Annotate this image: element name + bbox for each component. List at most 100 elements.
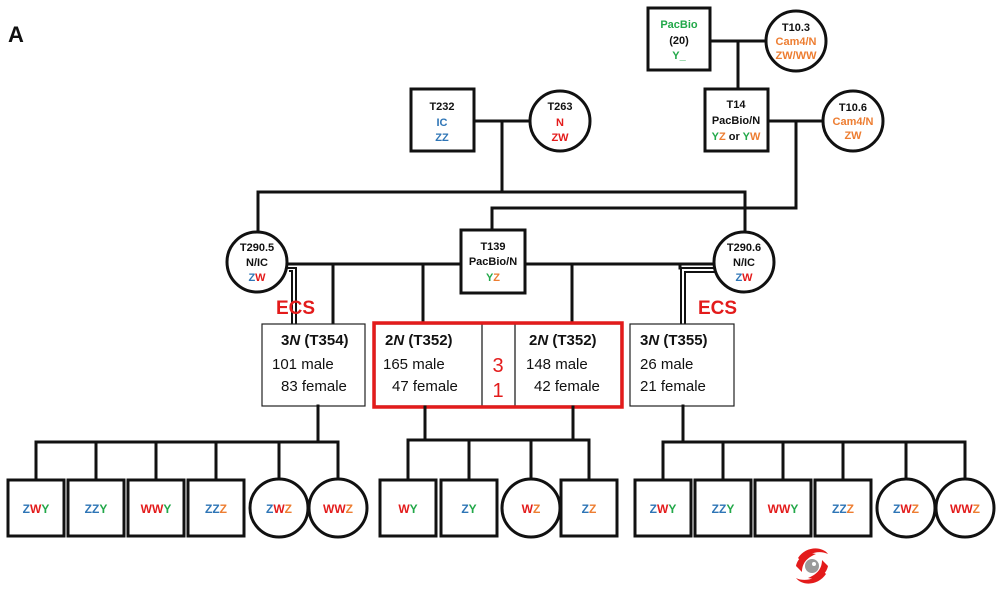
family-box-t355: 3N (T355) 26 male 21 female [629,323,735,407]
male-square [633,478,693,538]
ecs-line [684,271,716,324]
highlight-frame [372,321,624,409]
ecs-line [289,270,293,324]
t139-id: T139 [480,241,505,253]
t290-5-genotype: ZW [248,272,266,284]
male-square [186,478,246,538]
family-title: 2N (T352) [385,332,453,349]
offspring-male: ZZ [559,438,619,538]
offspring-female: ZWZ [248,440,310,539]
genotype-label: ZZZ [205,502,227,516]
t10-6-id: T10.6 [839,102,867,114]
ratio-top: 3 [492,355,503,377]
ecs-label-left: ECS [276,298,315,319]
t10-6-genotype: ZW [844,130,862,142]
female-circle [307,477,369,539]
ecs-line [285,267,297,324]
offspring-female: ZWZ [875,440,937,539]
family-title: 3N (T354) [281,332,349,349]
genotype-label: ZWY [23,502,50,516]
offspring-male: ZZZ [813,440,873,538]
founder-t10-3-female: T10.3 Cam4/N ZW/WW [764,9,828,73]
t14-line: PacBio/N [712,115,760,127]
pacbio-label: PacBio [660,19,698,31]
pacbio-count: (20) [669,35,689,47]
t14-genotype: YZ or YW [712,131,761,143]
t232-line: IC [437,117,448,129]
genotype-label: WWY [141,502,172,516]
male-square [66,478,126,538]
descent-line [490,119,798,232]
founder-pacbio-male: PacBio (20) Y_ [646,6,712,72]
t263-line: N [556,117,564,129]
genotype-label: WWZ [950,502,980,516]
genotype-label: ZZY [85,502,108,516]
genotype-label: WWY [768,502,799,516]
genotype-label: ZZY [712,502,735,516]
t139-genotype: YZ [486,272,500,284]
male-square [813,478,873,538]
male-square [753,478,813,538]
offspring-male: ZZY [66,440,126,538]
genotype-label: ZZ [582,502,597,516]
offspring-layer: ZWY ZZY WWY ZZZ ZWZ WWZ WY ZY WZ ZZ ZWY ZZY WWY ZZZ ZW… [6,438,996,539]
genotype-label: ZWY [650,502,677,516]
female-count: 21 female [640,378,706,395]
offspring-female: WZ [500,438,562,539]
genotype-label: ZWZ [266,502,292,516]
male-square [439,478,499,538]
t290-5-line: N/IC [246,257,268,269]
offspring-male: WY [378,438,438,538]
female-count: 83 female [281,378,347,395]
t10-6-line: Cam4/N [833,116,874,128]
family-box-t354: 3N (T354) 101 male 83 female [261,323,366,407]
t290-6-line: N/IC [733,257,755,269]
family-box-t352-highlight: 2N (T352) 165 male 47 female 3 1 2N (T35… [372,321,624,409]
female-count: 47 female [392,378,458,395]
t290-6-id: T290.6 [727,242,761,254]
t232-genotype: ZZ [435,132,449,144]
offspring-male: ZZY [693,440,753,538]
t263-id: T263 [547,101,572,113]
genotype-label: ZZZ [832,502,854,516]
parent-t290-5-female: T290.5 N/IC ZW [225,230,289,294]
offspring-male: ZWY [6,440,66,538]
offspring-female: WWZ [934,440,996,539]
t290-5-id: T290.5 [240,242,274,254]
t14-id: T14 [727,99,747,111]
pacbio-genotype: Y_ [672,50,686,62]
male-square [126,478,186,538]
male-count: 26 male [640,356,693,373]
genotype-label: WY [398,502,417,516]
offspring-male: WWY [126,440,186,538]
t263-genotype: ZW [551,132,569,144]
t290-6-genotype: ZW [735,272,753,284]
offspring-male: ZWY [633,440,693,538]
parent-t290-6-female: T290.6 N/IC ZW [712,230,776,294]
family-title: 2N (T352) [529,332,597,349]
male-square [378,478,438,538]
founder-t232-male: T232 IC ZZ [409,87,476,153]
genotype-label: WZ [522,502,541,516]
t10-3-genotype: ZW/WW [776,50,818,62]
male-count: 101 male [272,356,334,373]
founder-t14-male: T14 PacBio/N YZ or YW [703,87,770,153]
family-title: 3N (T355) [640,332,708,349]
male-square [6,478,66,538]
sibship-line [256,190,747,234]
offspring-male: WWY [753,440,813,538]
offspring-male: ZY [439,438,499,538]
male-count: 148 male [526,356,588,373]
offspring-female: WWZ [307,440,369,539]
panel-label: A [8,22,24,47]
t139-line: PacBio/N [469,256,517,268]
eye-logo-icon [796,548,828,584]
t10-3-id: T10.3 [782,22,810,34]
founder-t10-6-female: T10.6 Cam4/N ZW [821,89,885,153]
t10-3-line: Cam4/N [776,36,817,48]
offspring-male: ZZZ [186,440,246,538]
genotype-label: ZY [461,502,476,516]
parent-t139-male: T139 PacBio/N YZ [459,228,527,295]
female-count: 42 female [534,378,600,395]
